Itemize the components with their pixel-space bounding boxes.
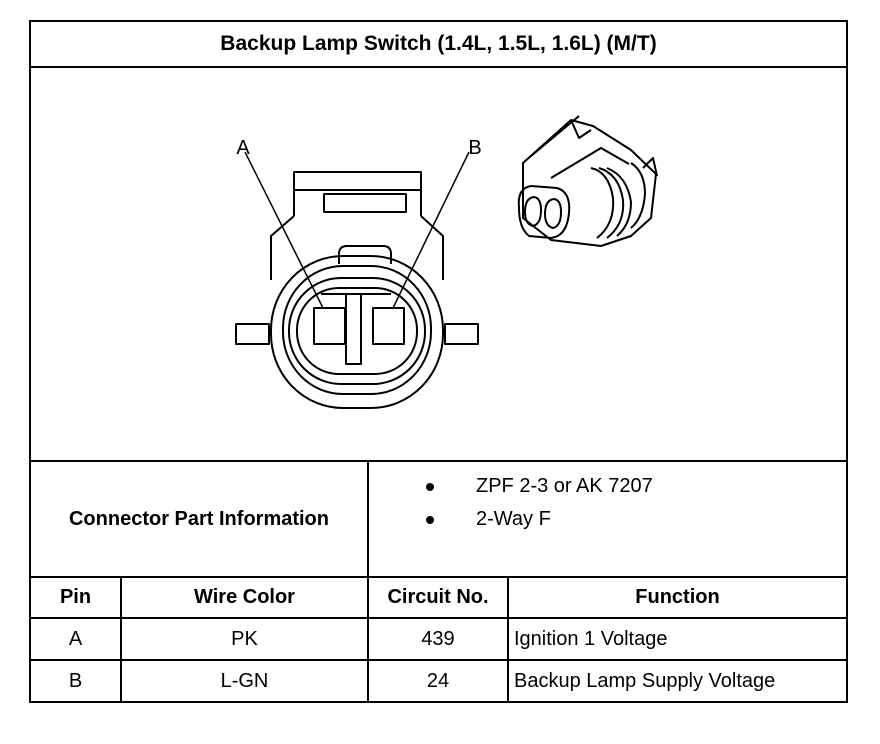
table-cell-pin: A (68, 627, 83, 650)
table-cell-function: Ignition 1 Voltage (514, 627, 668, 650)
bullet-icon (426, 482, 434, 491)
divider-col-circuit (507, 576, 509, 703)
divider-col-pin (120, 576, 122, 703)
table-cell-wire-color: L-GN (220, 669, 269, 692)
table-cell-circuit: 439 (421, 627, 455, 650)
header-pin: Pin (59, 586, 92, 608)
connector-part-number: ZPF 2-3 or AK 7207 (476, 475, 653, 497)
connector-part-info-label: Connector Part Information (68, 507, 329, 530)
header-circuit-number: Circuit No. (387, 586, 489, 608)
page-title: Backup Lamp Switch (1.4L, 1.5L, 1.6L) (M… (220, 32, 657, 55)
divider-row (29, 659, 848, 661)
divider-drawing (29, 460, 848, 462)
pin-label-b: B (468, 137, 481, 159)
table-cell-circuit: 24 (426, 669, 450, 692)
table-cell-function: Backup Lamp Supply Voltage (514, 669, 776, 692)
divider-info (29, 576, 848, 578)
connector-table-frame (29, 20, 848, 703)
divider-title (29, 66, 848, 68)
pin-label-a: A (236, 137, 250, 159)
connector-perspective-icon (517, 115, 658, 247)
bullet-icon (426, 515, 434, 524)
list-item: ZPF 2-3 or AK 7207 (370, 470, 840, 503)
connector-type: 2-Way F (476, 508, 551, 530)
connector-drawing: A B (31, 68, 846, 460)
table-cell-wire-color: PK (231, 627, 258, 650)
header-wire-color: Wire Color (194, 586, 295, 608)
divider-header (29, 617, 848, 619)
list-item: 2-Way F (370, 503, 840, 536)
connector-face-view: A B (235, 115, 658, 409)
header-function: Function (635, 586, 720, 608)
divider-col-info (367, 460, 369, 703)
connector-part-info-list: ZPF 2-3 or AK 7207 2-Way F (370, 470, 840, 536)
table-cell-pin: B (68, 669, 83, 692)
